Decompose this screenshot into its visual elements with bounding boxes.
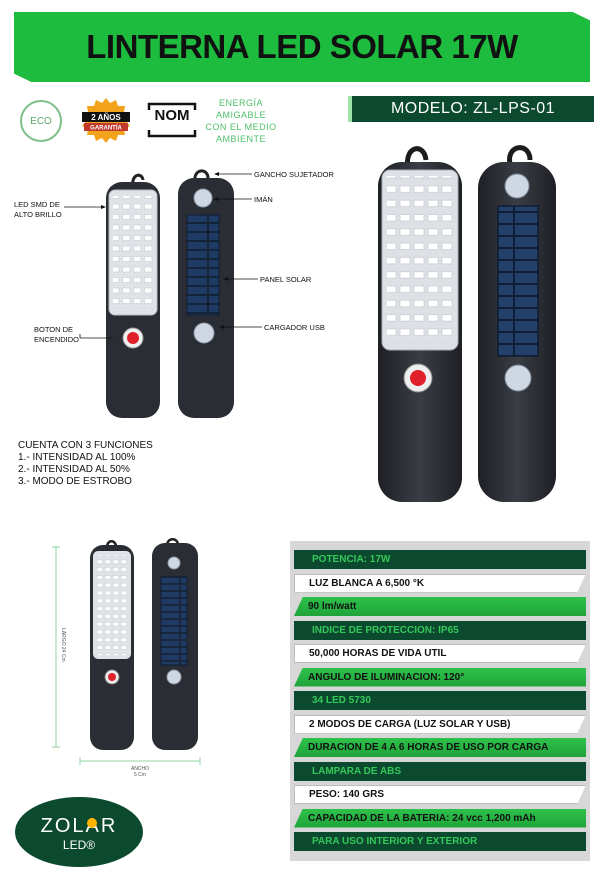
callout-solar-panel: PANEL SOLAR [260,275,312,284]
functions-title: CUENTA CON 3 FUNCIONES [18,440,153,451]
spec-row: 90 lm/watt [294,597,586,616]
function-item: 2.- INTENSIDAD AL 50% [18,464,130,475]
power-button-dim [108,673,116,681]
callout-usb-charger: CARGADOR USB [264,323,325,332]
title-banner [14,12,590,82]
energy-line: AMBIENTE [215,134,266,144]
model-label: MODELO: ZL-LPS-01 [348,96,594,122]
warranty-years: 2 AÑOS [91,113,121,122]
dimension-length: LARGO 24 Cm [56,628,66,662]
spec-row: PESO: 140 GRS [294,785,586,804]
led-array-front [113,196,153,310]
dimension-length-label: LARGO [60,628,66,646]
callout-line: LED SMD DE [14,200,60,209]
spec-row: INDICE DE PROTECCION: IP65 [294,620,586,640]
spec-row: ANGULO DE ILUMINACION: 120° [294,667,586,687]
callout-magnet: IMÁN [254,195,273,204]
product-photo-large [378,145,556,502]
warranty-text: GARANTÍA [90,124,122,132]
spec-row: 2 MODOS DE CARGA (LUZ SOLAR Y USB) [294,714,586,734]
dimension-diagram [52,538,201,765]
function-item: 3.- MODO DE ESTROBO [18,476,132,487]
nom-logo: NOM [154,107,190,124]
callout-power-button: BOTON DE ENCENDIDO [34,325,79,345]
eco-badge-text: ECO [30,115,52,127]
power-button [127,332,139,344]
functions-list: CUENTA CON 3 FUNCIONES 1.- INTENSIDAD AL… [18,440,153,488]
eco-badge: ECO [20,100,62,142]
callout-line: ENCENDIDO [34,335,80,344]
logo-sub: LED® [63,838,95,852]
dimension-width-label: ANCHO [130,766,150,772]
product-diagram-small [64,169,262,418]
callout-hook: GANCHO SUJETADOR [254,170,334,179]
nom-logo-frame [147,102,197,138]
spec-row: 50,000 HORAS DE VIDA UTIL [294,644,586,663]
spec-row: LAMPARA DE ABS [294,761,586,781]
solar-panel-large [497,205,539,357]
energy-line: ENERGÍA [218,98,263,108]
callout-line: ALTO BRILLO [14,210,62,219]
sun-icon [87,818,97,828]
spec-row: 34 LED 5730 [294,691,586,710]
spec-row: POTENCIA: 17W [294,550,586,569]
spec-row: PARA USO INTERIOR Y EXTERIOR [294,832,586,851]
usb-charger-icon [193,322,215,344]
magnet-icon [193,188,213,208]
dimension-length-value: 24 Cm [60,646,66,662]
solar-panel [186,214,220,316]
energy-tagline: ENERGÍA AMIGABLE CON EL MEDIO AMBIENTE [198,97,284,145]
warranty-badge: 2 AÑOS GARANTÍA [82,98,130,143]
page-title: LINTERNA LED SOLAR 17W [86,28,518,65]
dimension-width-value: 5 Cm [134,772,146,778]
hook-large-back [507,145,533,165]
spec-row: DURACION DE 4 A 6 HORAS DE USO POR CARGA [294,738,586,757]
callout-led-smd: LED SMD DE ALTO BRILLO [14,200,62,220]
usb-charger-icon-large [504,364,532,392]
energy-line: CON EL MEDIO [205,122,277,132]
zolar-logo: ZOLAR LED® [15,797,143,867]
logo-word: ZOLAR [41,815,118,837]
spec-row: LUZ BLANCA A 6,500 °K [294,573,586,593]
callout-line: BOTON DE [34,325,74,334]
energy-line: AMIGABLE [215,110,266,120]
function-item: 1.- INTENSIDAD AL 100% [18,452,136,463]
spec-row: CAPACIDAD DE LA BATERIA: 24 vcc 1,200 mA… [294,808,586,828]
dimension-width: ANCHO 5 Cm [120,766,160,778]
led-array-large [387,176,453,344]
magnet-icon-large [504,173,530,199]
power-button-large [410,370,426,386]
